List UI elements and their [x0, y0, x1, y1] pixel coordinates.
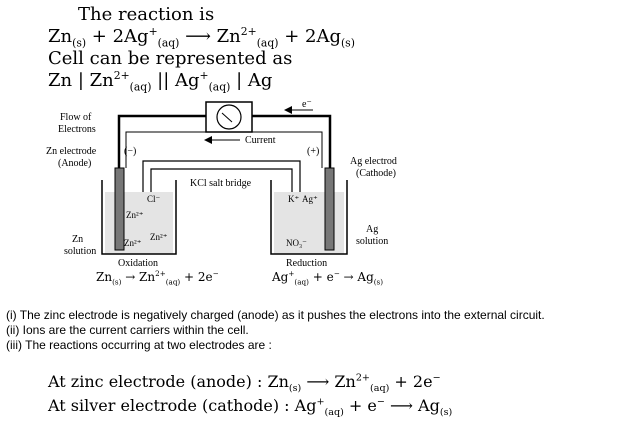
ag-electrode-label: Ag electrod	[350, 156, 397, 167]
external-wire	[117, 114, 332, 168]
zinc-electrode-reaction: At zinc electrode (anode) : Zn(s) ⟶ Zn2+…	[48, 372, 441, 395]
silver-electrode-rod	[324, 167, 335, 251]
plus-sign: (+)	[307, 146, 319, 157]
flow-label-1: Flow of	[60, 112, 92, 123]
reaction-equation: Zn(s) + 2Ag+(aq) ⟶ Zn2+(aq) + 2Ag(s)	[48, 25, 355, 50]
cathode-beaker	[270, 180, 348, 255]
note-2: (ii) Ions are the current carriers withi…	[6, 323, 249, 337]
zinc-ion-3: Zn²⁺	[150, 232, 168, 242]
electron-symbol: e⁻	[302, 99, 312, 110]
salt-bridge-label: KCl salt bridge	[190, 178, 252, 189]
zinc-electrode-rod	[114, 167, 125, 251]
zinc-electrode-label: At zinc electrode (anode) :	[48, 372, 263, 391]
cathode-label: (Cathode)	[356, 168, 396, 179]
silver-electrode-reaction: At silver electrode (cathode) : Ag+(aq) …	[48, 396, 453, 419]
zinc-ion-1: Zn²⁺	[126, 210, 144, 220]
zn-electrode-label: Zn electrode	[46, 146, 97, 157]
nitrate-ion: NO₃⁻	[286, 238, 307, 248]
silver-ion: Ag⁺	[302, 194, 318, 204]
anode-label: (Anode)	[58, 158, 91, 169]
chloride-ion: Cl⁻	[147, 194, 161, 204]
silver-electrode-label: At silver electrode (cathode) :	[48, 396, 290, 415]
current-wire	[125, 131, 323, 168]
zinc-ion-2: Zn²⁺	[124, 238, 142, 248]
potassium-ion: K⁺	[288, 194, 299, 204]
flow-label-2: Electrons	[58, 124, 96, 135]
ag-solution-label-2: solution	[356, 236, 388, 247]
reduction-reaction: Ag+(aq) + e− → Ag(s)	[272, 269, 384, 287]
current-label: Current	[245, 135, 276, 146]
ag-solution-label: Ag	[366, 224, 378, 235]
minus-sign: (−)	[124, 146, 136, 157]
oxidation-label: Oxidation	[118, 258, 158, 269]
zn-solution-label-2: solution	[64, 246, 96, 257]
note-1: (i) The zinc electrode is negatively cha…	[6, 308, 545, 322]
note-3: (iii) The reactions occurring at two ele…	[6, 338, 272, 352]
reduction-label: Reduction	[286, 258, 327, 269]
cell-repr-title: Cell can be represented as	[48, 48, 293, 69]
galvanometer	[205, 101, 253, 133]
zn-solution-label: Zn	[72, 234, 83, 245]
galvanic-cell-diagram: e⁻ Current (−) (+) KCl salt bridge Cl⁻ Z…	[46, 99, 397, 269]
reaction-title: The reaction is	[78, 4, 215, 25]
oxidation-reaction: Zn(s) → Zn2+(aq) + 2e−	[96, 269, 219, 287]
cell-notation: Zn | Zn2+(aq) || Ag+(aq) | Ag	[48, 69, 273, 94]
